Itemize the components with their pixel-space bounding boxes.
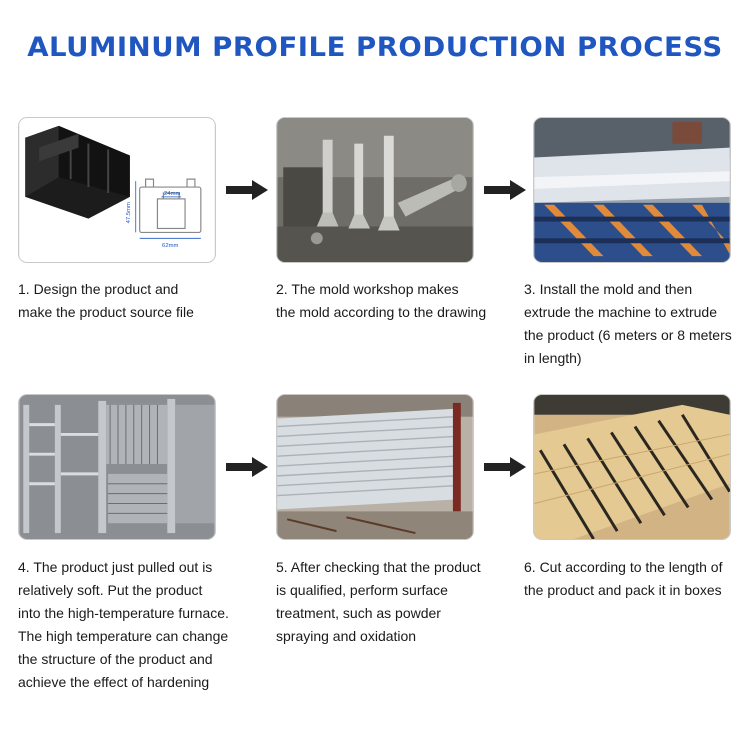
drawing-height-label: 47.5mm [126, 202, 132, 223]
step-2-photo [276, 117, 474, 263]
mold-workshop-image [277, 118, 473, 262]
packed-profiles-image [534, 395, 730, 539]
page-title: ALUMINUM PROFILE PRODUCTION PROCESS [27, 32, 723, 63]
step-1-photo: 47.5mm 24mm 62mm [18, 117, 216, 263]
step-3-photo [533, 117, 731, 263]
aging-furnace-image [19, 395, 215, 539]
profile-design-drawing: 47.5mm 24mm 62mm [19, 118, 215, 262]
drawing-inner-width-label: 24mm [164, 191, 180, 197]
step-3-caption: 3. Install the mold and then extrude the… [524, 281, 732, 366]
step-1-caption: 1. Design the product and make the produ… [18, 281, 194, 320]
step-6-photo [533, 394, 731, 540]
extrusion-line-image [534, 118, 730, 262]
step-2-caption: 2. The mold workshop makes the mold acco… [276, 281, 487, 320]
arrow-right-icon [226, 180, 268, 200]
step-6-caption: 6. Cut according to the length of the pr… [524, 559, 723, 598]
arrow-right-icon [484, 457, 526, 477]
step-5-caption: 5. After checking that the product is qu… [276, 559, 481, 644]
drawing-width-label: 62mm [162, 243, 178, 249]
step-4-caption: 4. The product just pulled out is relati… [18, 559, 229, 690]
step-5-photo [276, 394, 474, 540]
arrow-right-icon [484, 180, 526, 200]
step-4-photo [18, 394, 216, 540]
surface-treatment-image [277, 395, 473, 539]
arrow-right-icon [226, 457, 268, 477]
